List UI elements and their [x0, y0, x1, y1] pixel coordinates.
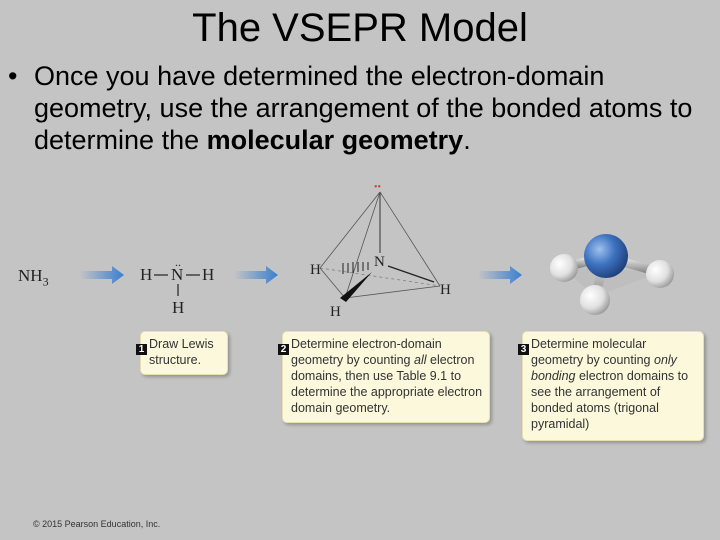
lewis-n: N — [171, 265, 183, 284]
lewis-h-bottom: H — [172, 298, 184, 317]
step-number-1: 1 — [136, 344, 147, 355]
bullet-dot: • — [8, 61, 18, 91]
step-1-note: 1 Draw Lewis structure. — [136, 331, 228, 375]
tetrahedral-geometry: •• N H H H — [310, 182, 451, 320]
arrow-icon — [478, 266, 522, 284]
lewis-structure: H .. N H H — [140, 258, 214, 317]
step-2-note: 2 Determine electron-domain geometry by … — [278, 331, 490, 423]
formula-sub: 3 — [42, 274, 49, 289]
step-number-2: 2 — [278, 344, 289, 355]
step-3-note: 3 Determine molecular geometry by counti… — [518, 331, 704, 441]
lewis-h-left: H — [140, 265, 152, 284]
lone-pair-dots: •• — [374, 182, 381, 193]
tetra-h3: H — [330, 304, 341, 320]
step-3-text-b: electron domains to see the arrangement … — [531, 369, 689, 431]
copyright-text: © 2015 Pearson Education, Inc. — [33, 519, 161, 529]
formula-nh3: NH3 — [18, 266, 49, 289]
lewis-dots: .. — [175, 258, 181, 269]
step-number-3: 3 — [518, 344, 529, 355]
step-2-text-b: electron domains, then use Table 9.1 to … — [291, 353, 483, 415]
step-3-text-a: Determine molecular geometry by counting — [531, 337, 654, 367]
arrow-icon — [234, 266, 278, 284]
tetra-h1: H — [310, 262, 321, 278]
molecule-3d-model — [550, 234, 674, 315]
bullet-end: . — [463, 125, 471, 155]
bullet-text: Once you have determined the electron-do… — [34, 60, 720, 156]
tetra-h2: H — [440, 282, 451, 298]
step-2-emphasis: all — [414, 353, 427, 367]
step-3-emphasis: only bonding — [531, 353, 677, 383]
bullet-bold-term: molecular geometry — [206, 125, 464, 155]
arrow-icon — [80, 266, 124, 284]
bullet-text-part: Once you have determined the electron-do… — [34, 61, 693, 155]
tetra-n: N — [374, 254, 385, 270]
step-1-text: Draw Lewis structure. — [149, 337, 214, 367]
step-2-text-a: Determine electron-domain geometry by co… — [291, 337, 442, 367]
formula-main: NH — [18, 266, 43, 285]
slide-title: The VSEPR Model — [192, 6, 528, 50]
lewis-h-right: H — [202, 265, 214, 284]
